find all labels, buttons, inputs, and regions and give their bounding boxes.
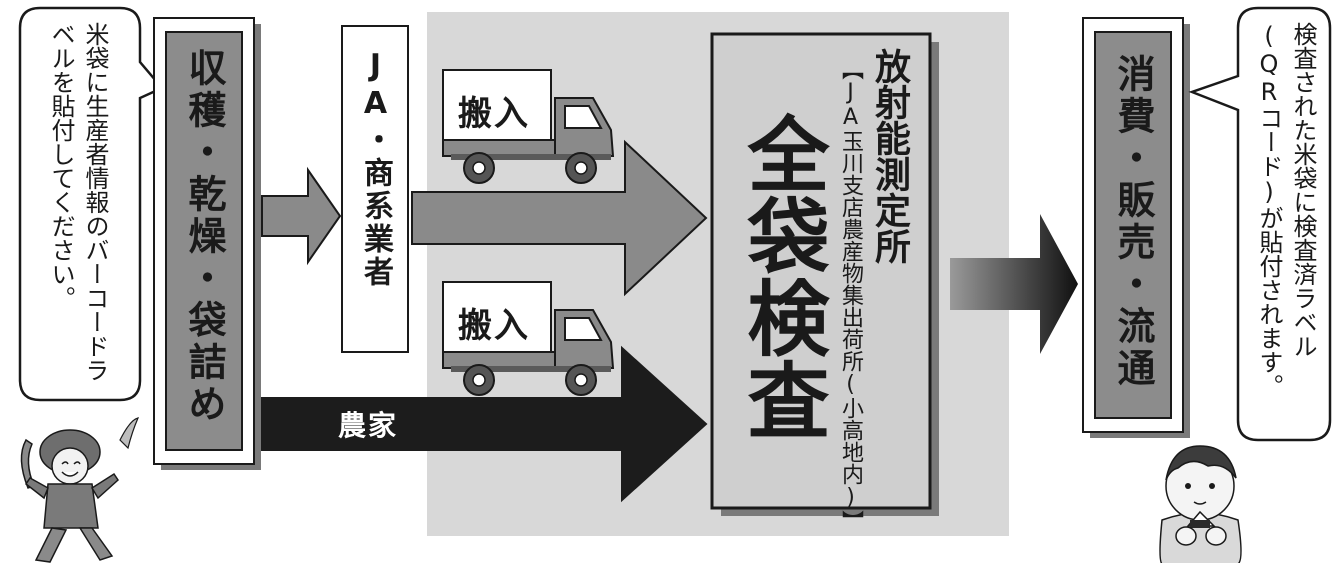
inspection-subtitle: 【JA玉川支店農産物集出荷所(小高地内)】 (838, 58, 863, 532)
harvest-box-inner (165, 31, 243, 451)
farmer-arrow-label: 農家 (338, 409, 399, 442)
truck-top (442, 69, 615, 184)
inspection-box (710, 32, 932, 510)
truck-bottom (442, 281, 615, 396)
harvest-step-label: 収穫・乾燥・袋詰め (182, 48, 226, 426)
right-speech-bubble (1188, 6, 1332, 442)
consume-step-label: 消費・販売・流通 (1111, 54, 1155, 390)
harvest-to-ja-arrow (261, 166, 342, 266)
truck-bottom-cargo-label: 搬入 (458, 306, 530, 346)
inspection-title: 放射能測定所 (869, 48, 911, 264)
farmer-illustration (20, 417, 140, 563)
truck-top-cargo-label: 搬入 (458, 94, 530, 134)
boy-eating-illustration (1159, 445, 1242, 563)
right-bubble-text: 検査された米袋に検査済ラベル(QRコード)が貼付されます。 (1255, 22, 1317, 398)
consume-box-inner (1094, 31, 1172, 419)
ja-step-label: JA・商系業者 (358, 48, 393, 289)
left-bubble-text: 米袋に生産者情報のバーコードラベルを貼付してください。 (47, 22, 109, 382)
ja-box (341, 25, 409, 353)
ja-to-inspection-arrow (411, 139, 708, 297)
inspection-to-consume-arrow (950, 214, 1078, 354)
left-speech-bubble (18, 6, 165, 402)
farmer-to-inspection-arrow (261, 345, 708, 503)
inspection-main-label: 全袋検査 (733, 112, 828, 440)
